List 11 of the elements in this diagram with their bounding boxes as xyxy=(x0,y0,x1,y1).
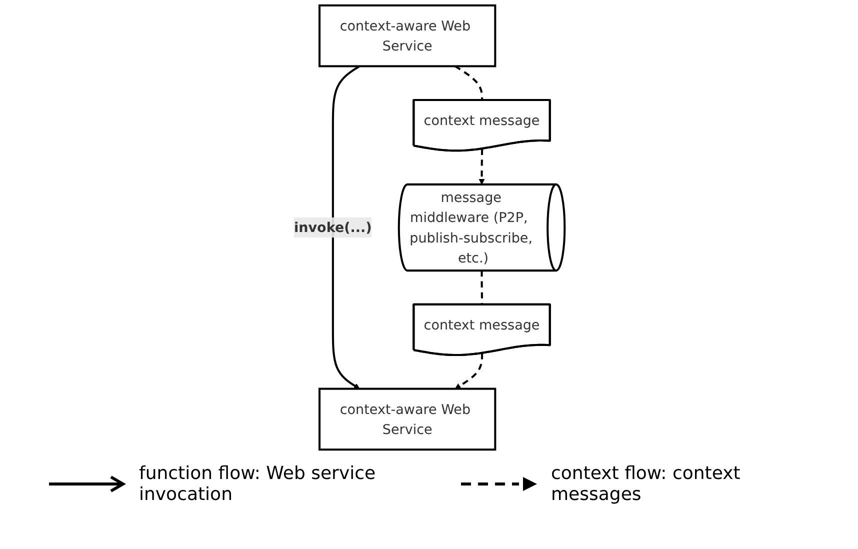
node-box: context-aware Web Service xyxy=(318,388,496,451)
connector xyxy=(454,65,483,100)
legend-text: function flow: Web service invocation xyxy=(139,463,377,505)
connector xyxy=(480,270,483,305)
node-text: message middleware (P2P, publish-subscribe, etc.) xyxy=(409,188,532,266)
legend-text: context flow: context messages xyxy=(551,463,742,505)
edge-label: invoke(...) xyxy=(294,219,372,236)
arrow xyxy=(478,148,484,185)
node-box: context-aware Web Service xyxy=(318,4,496,68)
arrow xyxy=(332,65,360,390)
arrow xyxy=(454,353,483,390)
